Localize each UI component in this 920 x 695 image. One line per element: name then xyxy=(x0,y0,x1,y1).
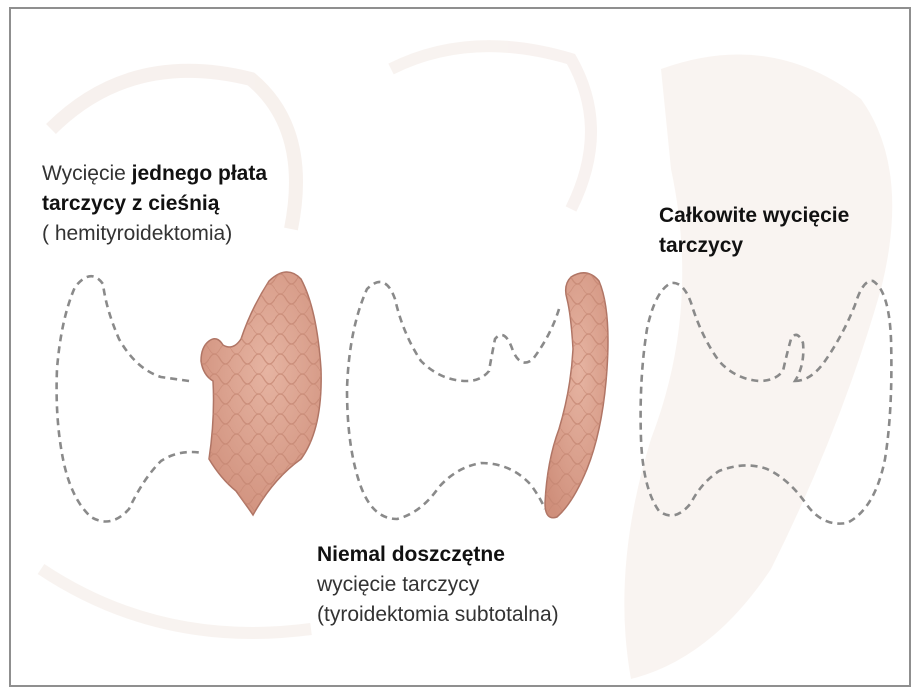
total-label: Całkowite wycięcie tarczycy xyxy=(659,201,849,261)
subtotal-label-line2: wycięcie tarczycy xyxy=(317,570,559,600)
hemithyroidectomy-label-line3: ( hemityroidektomia) xyxy=(42,219,267,249)
subtotal-label-line3: (tyroidektomia subtotalna) xyxy=(317,600,559,630)
hemithyroidectomy-label-line2: tarczycy z cieśnią xyxy=(42,189,267,219)
hemithyroidectomy-label-line1: Wycięcie jednego płata xyxy=(42,159,267,189)
removed-gland-outline-2 xyxy=(347,282,559,519)
subtotal-label: Niemal doszczętne wycięcie tarczycy (tyr… xyxy=(317,540,559,630)
diagram-frame: Wycięcie jednego płata tarczycy z cieśni… xyxy=(9,7,911,687)
hemithyroidectomy-label: Wycięcie jednego płata tarczycy z cieśni… xyxy=(42,159,267,249)
panel-subtotal-graphic xyxy=(347,273,608,519)
subtotal-label-line1: Niemal doszczętne xyxy=(317,540,559,570)
removed-lobe-outline-1 xyxy=(57,276,203,521)
total-label-line2: tarczycy xyxy=(659,231,849,261)
total-label-line1: Całkowite wycięcie xyxy=(659,201,849,231)
panel-hemithyroidectomy-graphic xyxy=(57,272,322,522)
